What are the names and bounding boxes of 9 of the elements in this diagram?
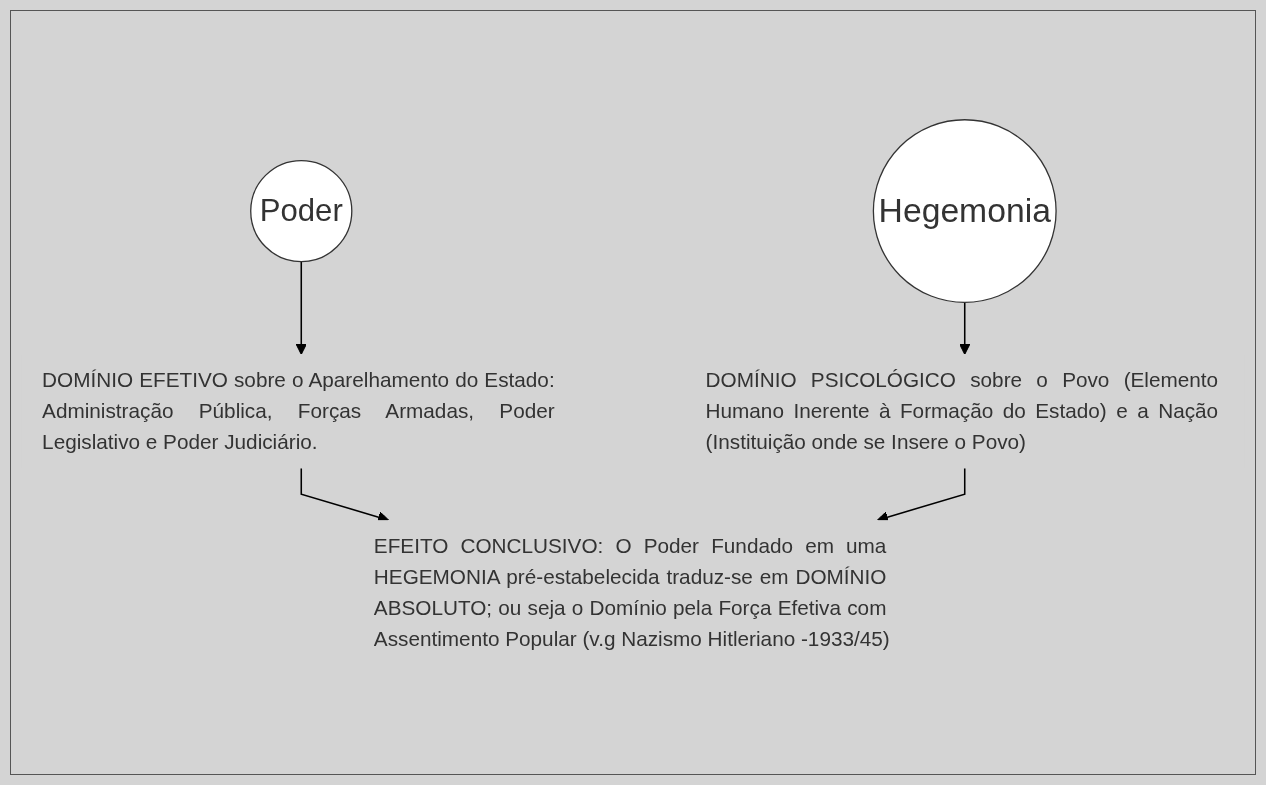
node-text: DOMÍNIO PSICOLÓGICO sobre o Povo (Elemento Humano Inerente à Formação do Estado) e a Nação (Instituição onde se Insere o Povo)	[705, 368, 1219, 453]
arrow	[300, 467, 390, 523]
arrow	[295, 260, 307, 355]
node-text: DOMÍNIO EFETIVO sobre o Aparelhamento do Estado: Administração Pública, Forças Armadas, Poder Legislativo e Poder Judiciário.	[42, 368, 555, 453]
arrow	[959, 301, 971, 355]
node-text: EFEITO CONCLUSIVO: O Poder Fundado em uma HEGEMONIA pré-estabelecida traduz-se em DOMÍNIO ABSOLUTO; ou seja o Domínio pela Força Efetiva com Assentimento Popular (v.g Nazismo Hitleriano -1933/45)	[373, 534, 890, 650]
arrow	[876, 467, 966, 523]
node-circle: Poder	[250, 159, 353, 263]
node-circle: Hegemonia	[872, 119, 1057, 304]
